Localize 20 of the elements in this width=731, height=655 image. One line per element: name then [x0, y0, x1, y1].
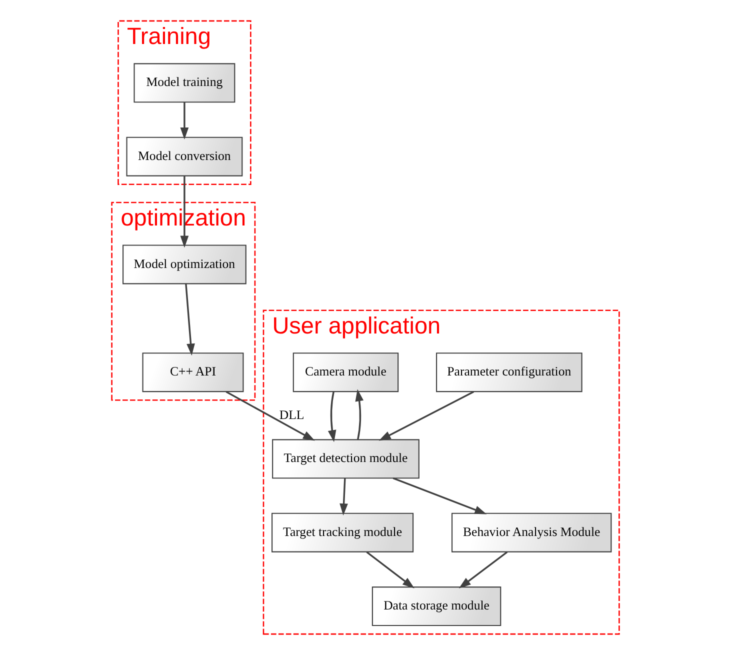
- node-box: Model optimization: [122, 244, 246, 284]
- node-box: C++ API: [142, 352, 244, 392]
- edge-label: DLL: [279, 408, 304, 422]
- arrow: [340, 478, 348, 516]
- arrow: [378, 390, 474, 441]
- arrow: [392, 477, 487, 514]
- node-box: Target tracking module: [272, 512, 414, 552]
- node-box: Parameter configuration: [436, 352, 582, 392]
- node-box: Target detection module: [272, 439, 420, 479]
- arrow: [180, 102, 189, 140]
- node-box: Camera module: [292, 352, 399, 392]
- node-box: Model conversion: [126, 136, 243, 176]
- arrow: [366, 551, 414, 588]
- arrow: [328, 392, 336, 442]
- arrow: [458, 551, 508, 588]
- node-box: Model training: [134, 63, 236, 103]
- arrow: [355, 389, 364, 440]
- node-box: Behavior Analysis Module: [451, 512, 612, 552]
- arrow: [185, 284, 195, 356]
- node-box: Data storage module: [372, 586, 502, 626]
